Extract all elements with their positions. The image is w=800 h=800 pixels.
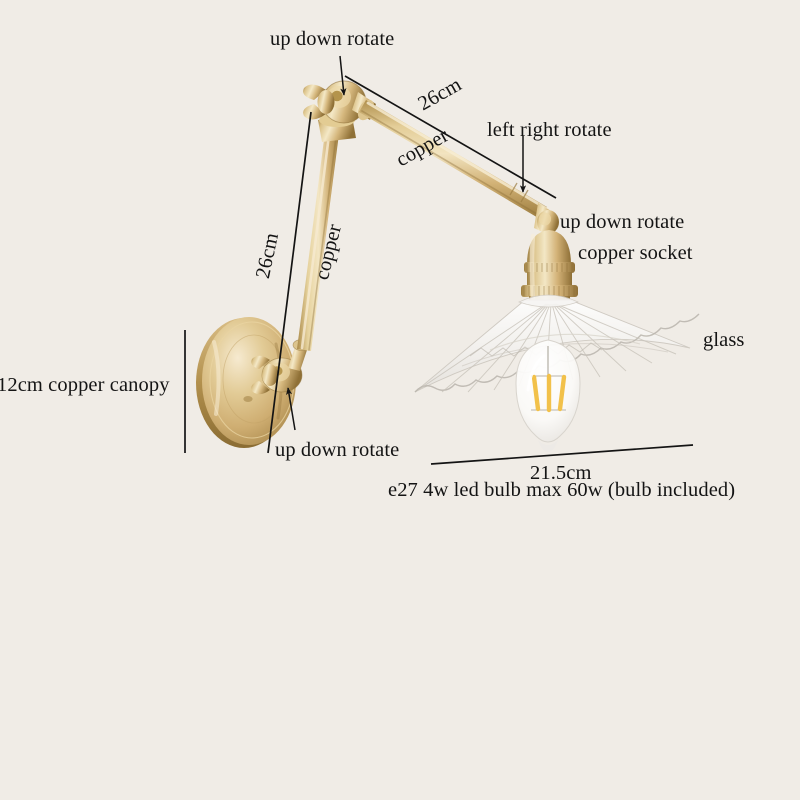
annotation-leaders: [184, 55, 694, 465]
label-dim-shade: 21.5cm: [530, 462, 592, 484]
upper-copper-arm: [359, 100, 549, 219]
label-left-right-rotate: left right rotate: [487, 119, 612, 141]
label-up-down-rotate-base: up down rotate: [275, 439, 400, 461]
leader-updown-base: [286, 387, 296, 431]
lower-copper-arm: [297, 124, 340, 351]
label-bulb-spec: e27 4w led bulb max 60w (bulb included): [388, 479, 736, 501]
label-canopy: 12cm copper canopy: [0, 374, 170, 396]
label-copper-socket: copper socket: [578, 242, 693, 264]
filament-3: [557, 374, 567, 412]
filament-1: [531, 374, 541, 412]
leader-updown-top: [339, 55, 347, 96]
label-up-down-rotate-socket: up down rotate: [560, 211, 685, 233]
dim-line-upper-arm: [344, 75, 557, 199]
elbow-joint: [303, 80, 376, 142]
dim-line-shade: [430, 444, 694, 465]
dim-line-lower-arm: [267, 111, 312, 454]
socket-elbow-joint: [534, 203, 559, 236]
led-bulb: [515, 339, 581, 452]
label-up-down-rotate-top: up down rotate: [270, 28, 395, 50]
label-glass: glass: [703, 329, 745, 351]
